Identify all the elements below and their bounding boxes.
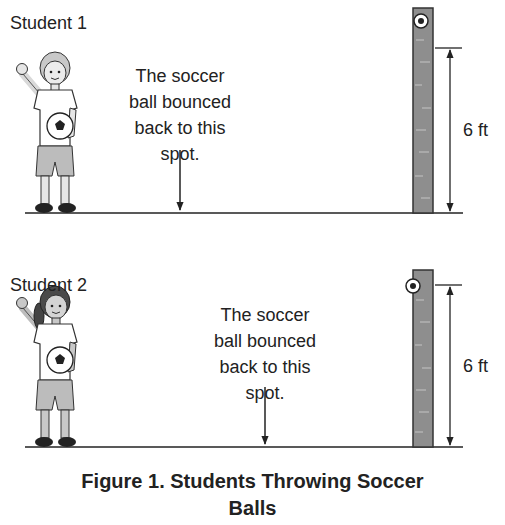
figure-caption: Figure 1. Students Throwing Soccer Balls bbox=[70, 468, 435, 522]
student-figure bbox=[17, 52, 78, 213]
dimension bbox=[435, 285, 462, 445]
wall bbox=[413, 270, 433, 447]
dimension-label: 6 ft bbox=[463, 117, 488, 143]
target bbox=[406, 279, 420, 293]
ground-line bbox=[25, 212, 463, 214]
ground-line bbox=[25, 446, 463, 448]
wall bbox=[413, 8, 433, 213]
dimension-label: 6 ft bbox=[463, 353, 488, 379]
bounce-note: The soccer ball bounced back to this spo… bbox=[204, 302, 326, 406]
target bbox=[414, 14, 428, 28]
student-figure bbox=[17, 286, 78, 447]
bounce-note: The soccer ball bounced back to this spo… bbox=[119, 63, 241, 167]
student-label: Student 2 bbox=[10, 272, 87, 298]
dimension bbox=[435, 48, 462, 211]
student-label: Student 1 bbox=[10, 10, 87, 36]
